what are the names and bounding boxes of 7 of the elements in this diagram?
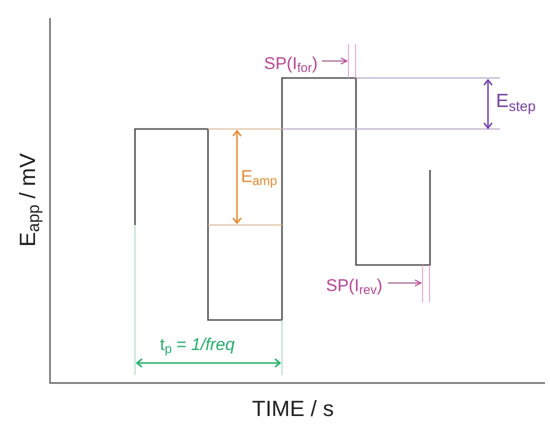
sampling-label: SP(I$_{for}$) [264,54,318,72]
arrow [388,280,422,286]
arrow [322,58,348,64]
sampling-window [422,265,430,302]
sampling-label: SP(I$_{rev}$) [326,276,382,294]
axis-title: TIME / s [252,398,334,420]
sampling-window [348,44,356,78]
